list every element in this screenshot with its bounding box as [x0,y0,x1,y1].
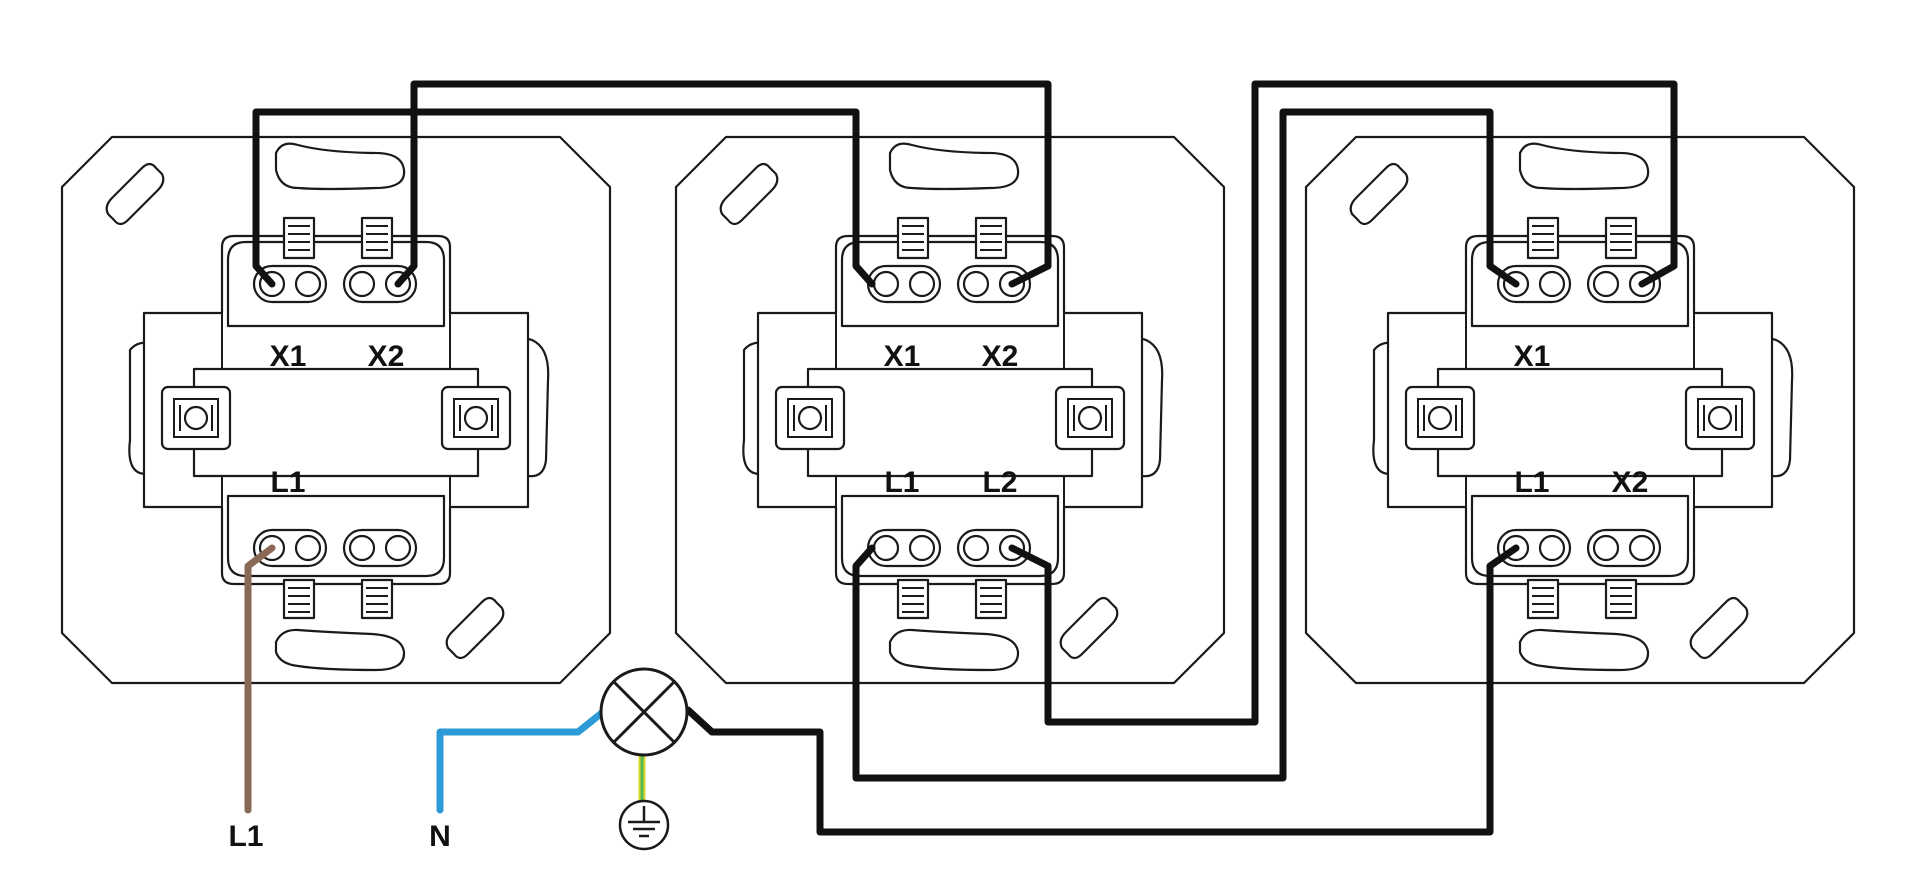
switch-1: X1 X2 L1 [60,135,612,685]
switch-3-label-top-left: X1 [1514,340,1551,373]
switch-2-label-top-left: X1 [884,340,921,373]
wire-s2l2-s3x2 [1008,80,1678,726]
switch-3-label-bottom-left: L1 [1514,466,1549,499]
switch-1-label-bottom-left: L1 [270,466,305,499]
switch-2-label-bottom-left: L1 [884,466,919,499]
wire-s3l1-lamp [684,544,1520,836]
switch-2: X1 X2 L1 L2 [674,135,1226,685]
lamp-icon [599,667,689,757]
switch-3-label-bottom-right: X2 [1612,466,1649,499]
phase-label: L1 [228,820,263,853]
switch-1-label-top-right: X2 [368,340,405,373]
switch-3: X1 L1 X2 [1304,135,1856,685]
switch-1-label-top-left: X1 [270,340,307,373]
wire-s1x1-s2x1 [252,108,876,288]
wire-s1x2-s2x2 [394,80,1052,288]
wire-phase-supply [244,544,276,814]
wires [244,80,1678,836]
neutral-label: N [429,820,451,853]
wire-neutral [436,704,612,814]
earth-ground-icon [618,799,670,851]
switch-2-label-bottom-right: L2 [982,466,1017,499]
wire-s2l1-s3x1 [852,108,1520,782]
switch-2-label-top-right: X2 [982,340,1019,373]
